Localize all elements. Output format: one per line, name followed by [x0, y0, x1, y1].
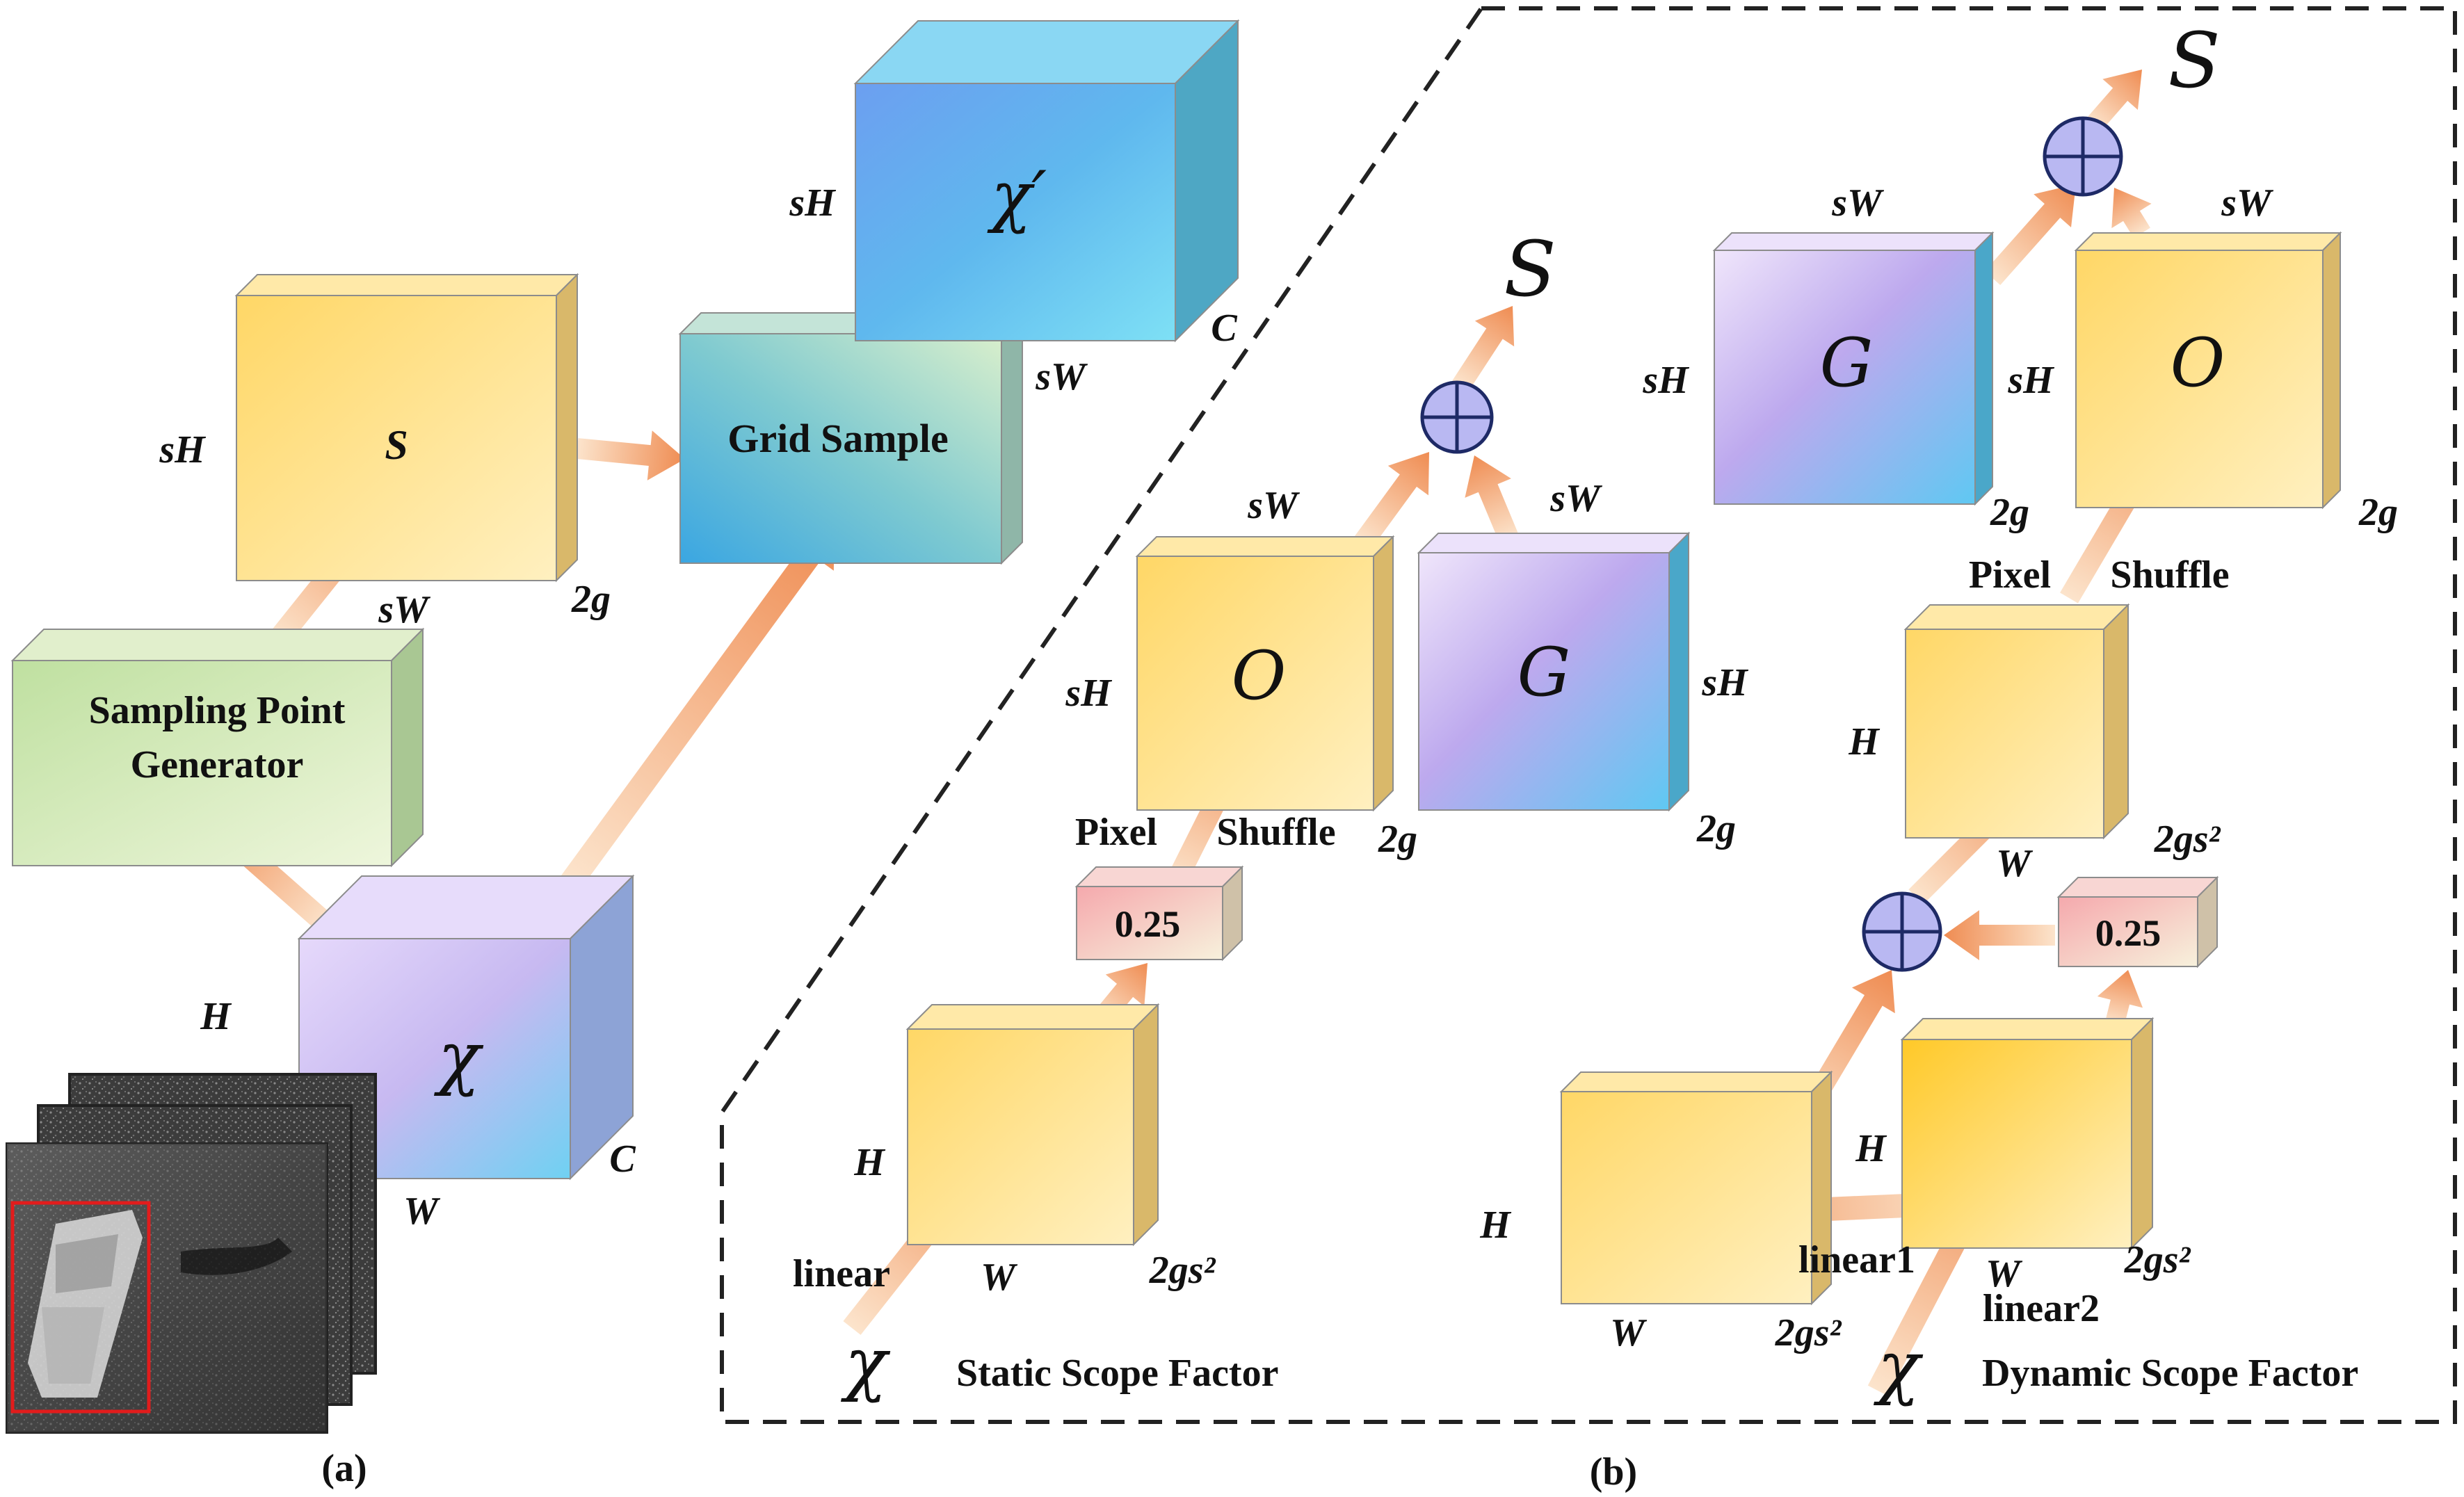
dyn-title: Dynamic Scope Factor: [1982, 1352, 2358, 1395]
dyn-mid-dim-c: 2gs²: [2154, 818, 2221, 861]
dyn-input: χ: [1874, 1326, 1924, 1407]
dyn-factor-label: 0.25: [2095, 912, 2161, 954]
dyn-left-dim-h: H: [1479, 1204, 1511, 1247]
arrow-x-to-grid: [561, 521, 835, 891]
dyn-factor-block: [2056, 875, 2219, 969]
xprime-label: χ′: [987, 157, 1047, 235]
x-prime-tensor: [853, 19, 1240, 343]
dyn-linear1: linear1: [1798, 1238, 1915, 1281]
dyn-plus-upper: [2043, 116, 2123, 197]
s-dim-w: sW: [378, 588, 431, 631]
dyn-g-label: G: [1820, 324, 1874, 402]
target-box: [10, 1201, 151, 1414]
dyn-right-dim-w: W: [1986, 1252, 2023, 1295]
dyn-mid-dim-h: H: [1848, 720, 1880, 763]
dyn-mid-dim-w: W: [1996, 842, 2034, 885]
dyn-mid-tensor: [1903, 603, 2130, 840]
sampling-generator-block: [10, 627, 425, 868]
x-dim-h: H: [200, 995, 232, 1038]
arrow-factor-to-dyn-plus: [1944, 910, 2055, 960]
dyn-g-tensor: [1712, 231, 1995, 506]
static-input: χ: [841, 1322, 891, 1404]
dyn-o-tensor: [2074, 231, 2342, 510]
static-o-dim-c: 2g: [1378, 818, 1417, 861]
dyn-left-dim-w: W: [1610, 1311, 1648, 1354]
s-label: S: [385, 422, 408, 468]
x-label: χ: [434, 1017, 484, 1098]
dyn-g-dim-c: 2g: [1990, 491, 2029, 534]
dyn-o-dim-c: 2g: [2358, 491, 2398, 534]
dyn-pixel: Pixel: [1969, 553, 2051, 597]
s-dim-c: 2g: [571, 578, 611, 621]
dyn-o-dim-h: sH: [2007, 359, 2054, 402]
arrow-dyn-plus-to-s: [2086, 70, 2142, 132]
static-base-tensor: [905, 1003, 1160, 1247]
dyn-g-dim-h: sH: [1642, 359, 1689, 402]
dyn-o-label: O: [2171, 324, 2225, 402]
dyn-o-dim-w: sW: [2221, 181, 2274, 225]
static-factor-block: [1074, 865, 1244, 962]
generator-label-line2: Generator: [131, 743, 304, 786]
x-dim-c: C: [609, 1138, 636, 1181]
dyn-plus-lower: [1862, 891, 1942, 972]
xprime-dim-h: sH: [789, 181, 836, 225]
arrow-s-to-grid: [576, 430, 685, 480]
panel-b-border: [720, 6, 2457, 1424]
static-o-tensor: [1135, 535, 1395, 812]
static-factor-label: 0.25: [1115, 903, 1181, 945]
dyn-linear2: linear2: [1983, 1287, 2100, 1330]
static-base-dim-w: W: [981, 1256, 1018, 1299]
caption-a: (a): [321, 1447, 367, 1490]
generator-label-line1: Sampling Point: [89, 689, 346, 732]
static-g-dim-c: 2g: [1696, 807, 1736, 850]
grid-sample-block: [678, 311, 1024, 565]
static-g-dim-h: sH: [1701, 661, 1748, 704]
static-g-tensor: [1417, 531, 1691, 812]
static-pixel: Pixel: [1075, 811, 1157, 854]
caption-b: (b): [1590, 1450, 1637, 1494]
grid-sample-label: Grid Sample: [727, 416, 948, 461]
arrow-o-to-plus: [1354, 452, 1429, 549]
arrow-dyn-right-to-factor: [2097, 970, 2143, 1028]
arrow-g-to-plus: [1465, 455, 1519, 543]
static-g-label: G: [1517, 633, 1571, 711]
xprime-dim-w: sW: [1035, 355, 1088, 398]
sonar-image-stack: [6, 1073, 377, 1434]
arrow-static-plus-to-s: [1452, 306, 1515, 391]
arrow-dyn-g-to-plus: [1984, 184, 2076, 285]
static-shuffle: Shuffle: [1216, 811, 1335, 854]
s-tensor: [234, 273, 579, 583]
dyn-g-dim-w: sW: [1831, 181, 1885, 225]
static-g-dim-w: sW: [1549, 477, 1603, 520]
static-o-dim-w: sW: [1247, 484, 1301, 527]
dyn-output: S: [2168, 16, 2220, 105]
s-dim-h: sH: [159, 428, 206, 471]
static-plus: [1420, 380, 1494, 454]
static-title: Static Scope Factor: [956, 1352, 1278, 1395]
static-base-dim-c: 2gs²: [1149, 1249, 1216, 1292]
dyn-left-dim-c: 2gs²: [1775, 1311, 1842, 1354]
cubes-layer: [10, 19, 2342, 1306]
static-output: S: [1504, 225, 1556, 314]
dyn-right-dim-h: H: [1855, 1127, 1887, 1170]
x-dim-w: W: [403, 1190, 441, 1233]
dyn-left-tensor: [1559, 1070, 1833, 1306]
static-linear: linear: [793, 1252, 890, 1295]
xprime-dim-c: C: [1211, 307, 1237, 350]
static-o-label: O: [1232, 637, 1287, 715]
static-base-dim-h: H: [853, 1141, 885, 1184]
dyn-shuffle: Shuffle: [2110, 553, 2229, 597]
dyn-right-tensor: [1900, 1017, 2155, 1250]
static-o-dim-h: sH: [1065, 672, 1112, 715]
dyn-right-dim-c: 2gs²: [2124, 1238, 2191, 1281]
arrow-dyn-o-to-plus: [2111, 188, 2152, 238]
